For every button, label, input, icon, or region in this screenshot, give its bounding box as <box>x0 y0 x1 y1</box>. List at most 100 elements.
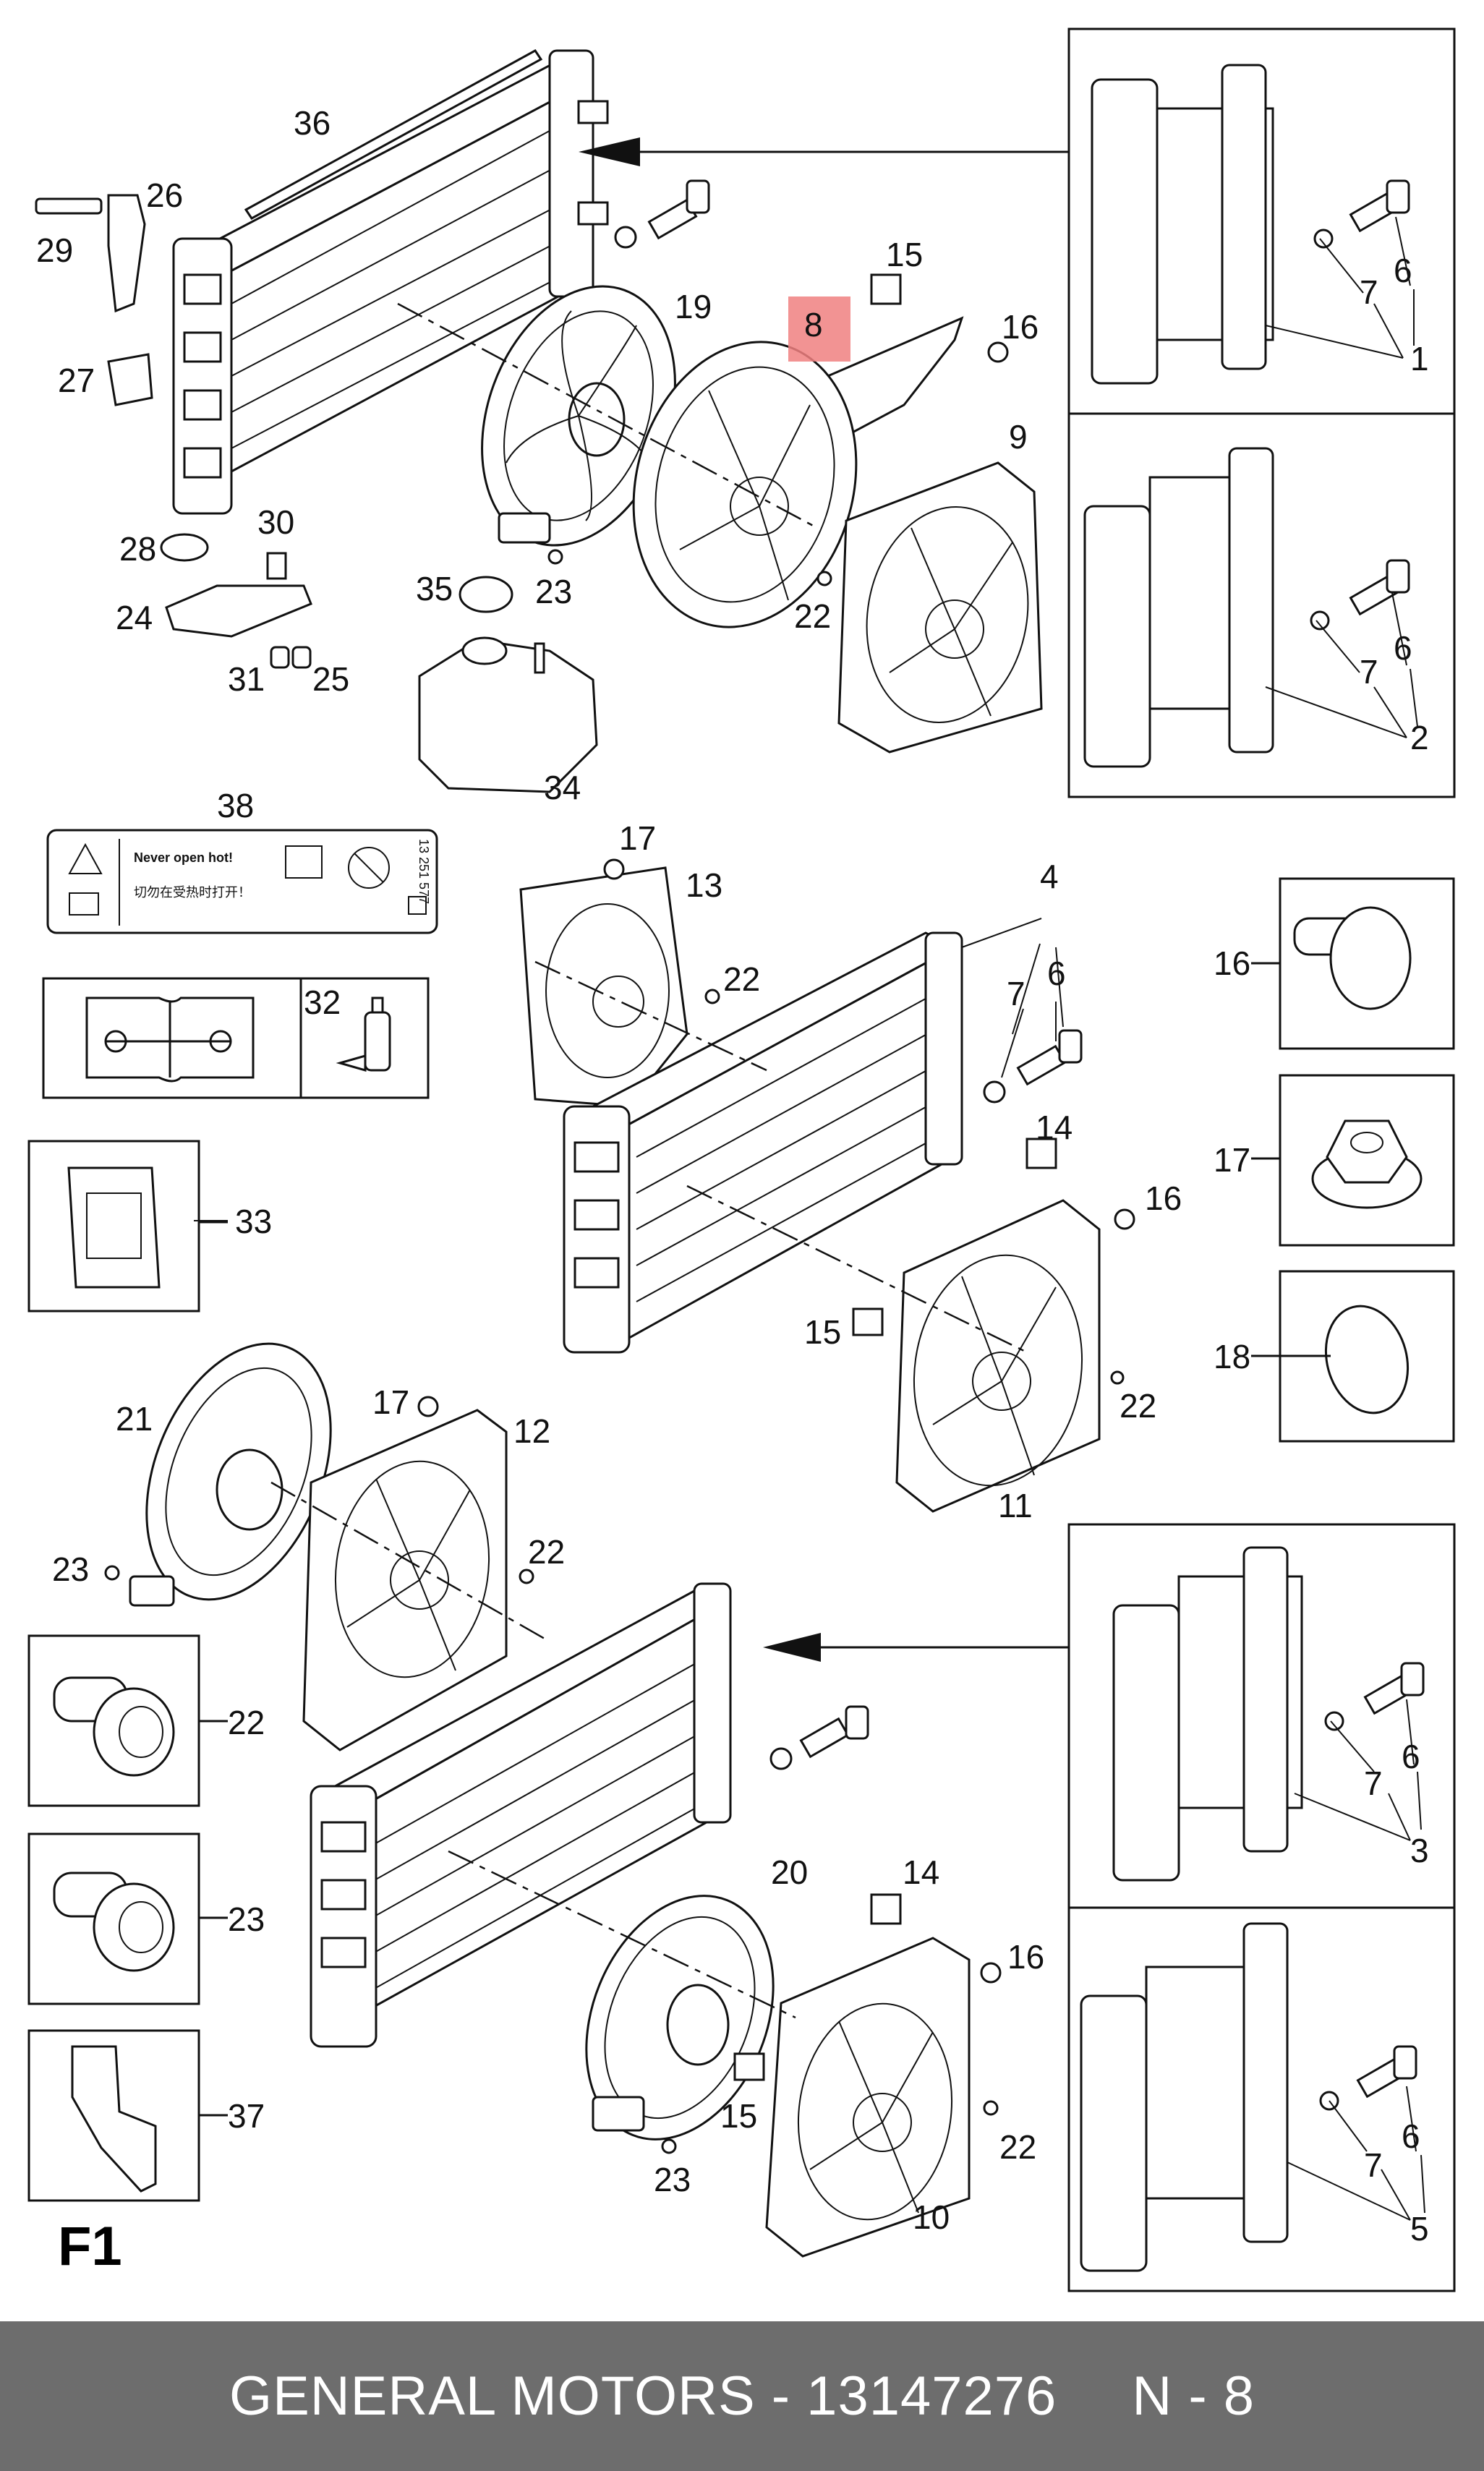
callout-22-box: 22 <box>228 1704 265 1741</box>
callout-22-low2: 22 <box>999 2128 1036 2166</box>
callout-13: 13 <box>686 866 722 904</box>
callout-20: 20 <box>771 1853 808 1891</box>
bracket-26 <box>35 194 153 406</box>
callout-15-mid: 15 <box>804 1313 841 1351</box>
warning-code: 13 251 577 <box>417 839 431 904</box>
footer-part-note: N - 8 <box>1132 2365 1255 2427</box>
clip-15-top <box>870 273 902 305</box>
callout-6-d: 6 <box>1402 2117 1420 2155</box>
callout-36: 36 <box>294 104 331 142</box>
callout-15-low: 15 <box>720 2097 757 2135</box>
fan-19 <box>481 285 676 547</box>
callout-17-mid: 17 <box>619 819 656 857</box>
callouts: 36 26 29 27 15 19 8 16 9 28 30 35 23 22 … <box>36 104 1429 2277</box>
detail-box-22 <box>27 1634 228 1807</box>
radiator-bottom <box>310 1582 1002 2258</box>
callout-17-right: 17 <box>1214 1141 1250 1179</box>
clip-box-33 <box>27 1140 228 1313</box>
inset-box-3 <box>1067 1523 1456 1909</box>
callout-7-b: 7 <box>1360 653 1378 691</box>
warning-text-cn: 切勿在受热时打开！ <box>134 885 251 900</box>
callout-12: 12 <box>513 1412 550 1450</box>
radiator-top <box>172 49 710 515</box>
pin-23-top <box>547 549 563 565</box>
callout-23-low2: 23 <box>654 2161 691 2198</box>
detail-box-18 <box>1251 1270 1455 1443</box>
callout-31: 31 <box>228 660 265 698</box>
callout-25: 25 <box>312 660 349 698</box>
callout-30: 30 <box>257 503 294 541</box>
callout-37: 37 <box>228 2097 265 2135</box>
arrows <box>579 137 1069 1662</box>
detail-box-16 <box>1251 877 1455 1050</box>
section-mark: F1 <box>58 2216 122 2277</box>
callout-14-low: 14 <box>903 1853 939 1891</box>
callout-28: 28 <box>119 530 156 568</box>
callout-18: 18 <box>1214 1338 1250 1375</box>
callout-27: 27 <box>58 362 95 399</box>
callout-29: 29 <box>36 231 73 269</box>
screw-16-top <box>987 341 1009 363</box>
footer-bar: GENERAL MOTORS - 13147276 N - 8 <box>0 2321 1484 2471</box>
center-lines <box>270 302 1028 2019</box>
fan-21 <box>104 1342 534 1751</box>
callout-24: 24 <box>116 599 153 636</box>
callout-7-d: 7 <box>1364 2146 1383 2184</box>
inset-box-2 <box>1067 412 1456 798</box>
callout-32: 32 <box>304 983 341 1021</box>
callout-15-top: 15 <box>886 236 923 273</box>
callout-38: 38 <box>217 787 254 824</box>
callout-23-box: 23 <box>228 1900 265 1938</box>
callout-16-low: 16 <box>1007 1938 1044 1976</box>
callout-2: 2 <box>1410 719 1429 756</box>
callout-23-top: 23 <box>535 573 572 610</box>
callout-22-mid2: 22 <box>1120 1387 1156 1425</box>
callout-8: 8 <box>804 306 823 343</box>
callout-22-mid: 22 <box>723 960 760 998</box>
callout-16-right: 16 <box>1214 944 1250 982</box>
callout-19: 19 <box>675 288 712 325</box>
tank-34 <box>418 576 598 793</box>
callout-17-low: 17 <box>372 1383 409 1421</box>
callout-4: 4 <box>1040 858 1059 895</box>
manual-box-32 <box>42 977 430 1099</box>
detail-box-37 <box>27 2029 228 2202</box>
radiator-middle <box>519 858 1135 1513</box>
callout-22-top: 22 <box>794 597 831 635</box>
callout-23-low: 23 <box>52 1550 89 1588</box>
callout-34: 34 <box>544 769 581 806</box>
callout-11: 11 <box>998 1487 1033 1524</box>
callout-16-mid: 16 <box>1145 1179 1182 1217</box>
callout-6-c: 6 <box>1402 1738 1420 1775</box>
callout-1: 1 <box>1410 340 1429 377</box>
callout-16-top: 16 <box>1002 308 1039 346</box>
callout-7-a: 7 <box>1360 273 1378 311</box>
warning-label-38: Never open hot! 切勿在受热时打开！ 13 251 577 <box>46 829 438 934</box>
callout-7-c: 7 <box>1364 1764 1383 1802</box>
callout-33: 33 <box>235 1203 272 1240</box>
footer-title: GENERAL MOTORS - 13147276 <box>229 2365 1057 2427</box>
detail-box-17 <box>1251 1074 1455 1247</box>
callout-10: 10 <box>913 2198 950 2236</box>
callout-6-b: 6 <box>1394 629 1412 667</box>
callout-6-mid: 6 <box>1047 955 1066 992</box>
leader-lines <box>194 216 1425 2221</box>
callout-35: 35 <box>416 570 453 607</box>
callout-21: 21 <box>116 1400 153 1438</box>
inset-box-5 <box>1067 1906 1456 2292</box>
callout-3: 3 <box>1410 1832 1429 1869</box>
callout-6-a: 6 <box>1394 252 1412 289</box>
pin-22-top <box>816 571 832 586</box>
shroud-8 <box>632 316 1043 754</box>
callout-9: 9 <box>1009 418 1028 456</box>
parts-diagram: Never open hot! 切勿在受热时打开！ 13 251 577 <box>27 27 1456 2292</box>
bracket-24 <box>160 533 312 669</box>
callout-5: 5 <box>1410 2210 1429 2248</box>
detail-box-23 <box>27 1832 228 2005</box>
callout-8-highlight <box>788 296 850 362</box>
callout-7-mid: 7 <box>1007 975 1025 1012</box>
callout-22-low: 22 <box>528 1533 565 1571</box>
callout-26: 26 <box>146 176 183 214</box>
warning-text-en: Never open hot! <box>134 850 233 865</box>
callout-14-mid: 14 <box>1036 1109 1073 1146</box>
